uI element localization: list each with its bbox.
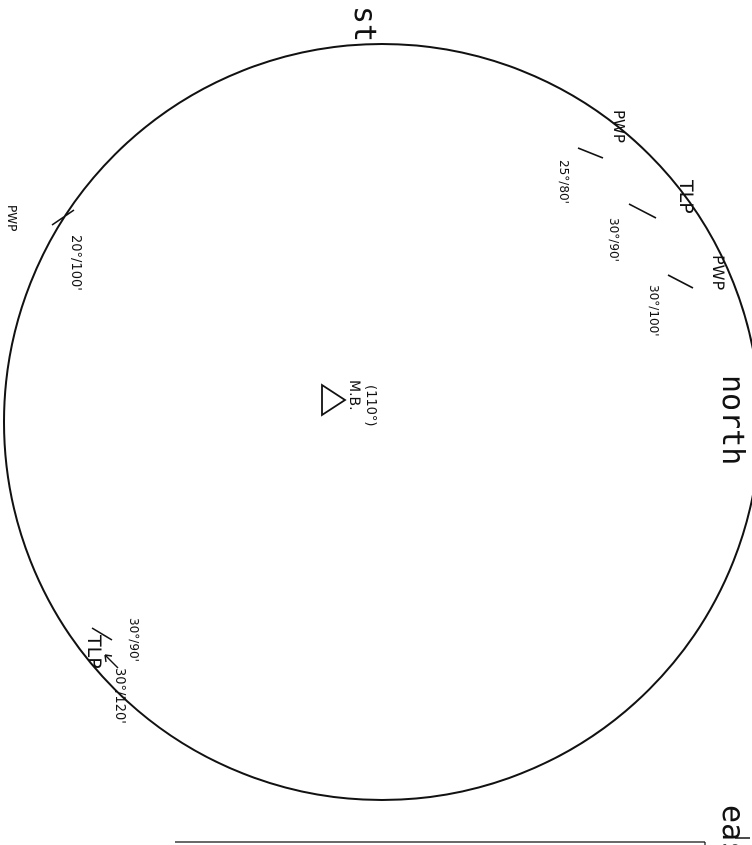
triangle-icon xyxy=(321,383,347,417)
marker-reading: 30°/120' xyxy=(112,668,127,724)
marker-group: PWP 25°/80' xyxy=(557,110,628,204)
landmark-label: M.B. xyxy=(346,380,362,411)
marker-tick xyxy=(51,209,75,226)
range-circle xyxy=(3,43,752,801)
marker-group: PWP 20°/100' xyxy=(5,205,83,291)
arrow-shaft xyxy=(104,654,119,669)
marker-name: PWP xyxy=(5,205,19,231)
landmark-note: (110°) xyxy=(363,385,378,426)
marker-name: PWP xyxy=(610,110,628,143)
marker-reading: 30°/90' xyxy=(127,618,141,662)
marker-tick xyxy=(577,147,604,159)
marker-group: TLP 30°/90' xyxy=(83,618,141,669)
marker-group: PWP 30°/100' xyxy=(647,255,728,337)
marker-reading: 25°/80' xyxy=(557,160,571,204)
marker-tick xyxy=(667,274,694,289)
marker-reading: 30°/100' xyxy=(647,285,661,337)
marker-name: TLP xyxy=(675,179,697,214)
marker-reading: 30°/90' xyxy=(607,218,621,262)
direction-right-label: north xyxy=(715,375,750,465)
marker-tick xyxy=(91,627,113,641)
direction-top-label: st xyxy=(347,6,382,42)
marker-name: TLP xyxy=(83,634,105,669)
marker-name: PWP xyxy=(709,255,728,290)
marker-group: 30°/120' xyxy=(104,654,127,724)
marker-tick xyxy=(628,203,657,219)
arrow-head xyxy=(104,654,107,663)
marker-reading: 20°/100' xyxy=(68,235,83,291)
direction-bottom-label: east xyxy=(715,805,750,845)
marker-group: TLP 30°/90' xyxy=(607,179,697,262)
landmark-marker: M.B. (110°) xyxy=(321,380,378,426)
arrow-head xyxy=(104,654,113,657)
